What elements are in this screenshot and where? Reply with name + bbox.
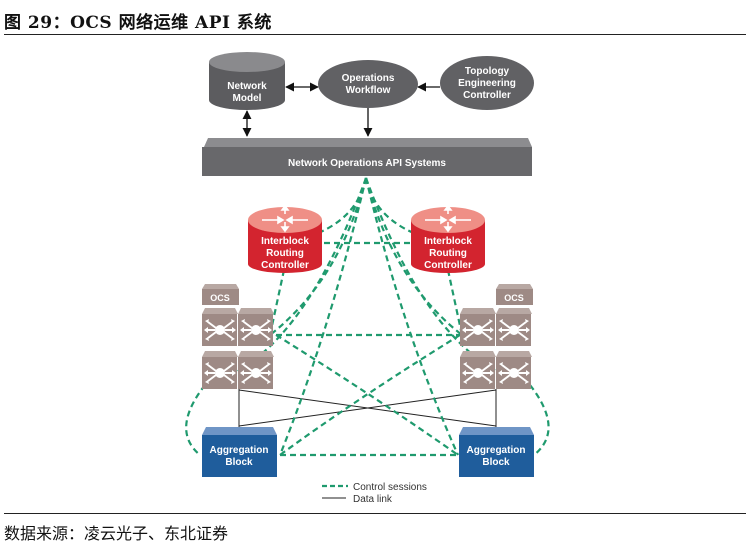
- agg-right-label-2: Block: [482, 457, 510, 468]
- control-session: [204, 177, 368, 387]
- switch-top: [238, 308, 274, 314]
- topology-label-3: Controller: [463, 90, 511, 101]
- api-systems-label: Network Operations API Systems: [288, 158, 446, 169]
- figure-source: 数据来源：凌云光子、东北证券: [4, 524, 229, 543]
- irc-left-label-2: Routing: [266, 248, 304, 259]
- switch-top: [496, 351, 532, 357]
- switch-top: [460, 308, 496, 314]
- ocs-right-label: OCS: [504, 293, 524, 303]
- router-icon: [262, 204, 308, 233]
- figure-title: 图 29：OCS 网络运维 API 系统: [4, 13, 272, 33]
- ocs-left-node: OCS: [202, 284, 239, 305]
- network-model-label-1: Network: [227, 81, 267, 92]
- irc-right-label-3: Controller: [424, 260, 472, 271]
- control-session: [529, 384, 550, 456]
- operations-workflow-label-1: Operations: [342, 73, 395, 84]
- control-session: [279, 334, 461, 456]
- topology-label-1: Topology: [465, 66, 510, 77]
- irc-right-label-1: Interblock: [424, 236, 472, 247]
- agg-left-label-1: Aggregation: [210, 445, 269, 456]
- legend-label-control: Control sessions: [353, 482, 427, 493]
- control-arrows: [242, 82, 440, 137]
- operations-workflow-node: Operations Workflow: [318, 60, 418, 108]
- switch-stack-left: [202, 308, 274, 389]
- topology-controller-node: Topology Engineering Controller: [440, 56, 534, 110]
- topology-label-2: Engineering: [458, 78, 516, 89]
- control-session: [185, 384, 206, 456]
- router-icon: [425, 204, 471, 233]
- source-rule: [4, 513, 746, 514]
- control-session: [269, 177, 368, 336]
- title-rule: [4, 34, 746, 35]
- control-session: [364, 177, 460, 456]
- irc-left-label-3: Controller: [261, 260, 309, 271]
- switch-top: [496, 308, 532, 314]
- irc-left-label-1: Interblock: [261, 236, 309, 247]
- ocs-left-label: OCS: [210, 293, 230, 303]
- aggregation-block-right: Aggregation Block: [459, 427, 534, 477]
- legend: Control sessions Data link: [322, 482, 427, 505]
- control-session: [446, 269, 464, 336]
- switch-top: [460, 351, 496, 357]
- irc-right-node: Interblock Routing Controller: [411, 204, 485, 273]
- aggregation-block-left: Aggregation Block: [202, 427, 277, 477]
- agg-left-label-2: Block: [225, 457, 253, 468]
- switch-top: [202, 308, 238, 314]
- switch-stack-right: [460, 308, 532, 389]
- data-link-cross-2: [238, 389, 497, 427]
- network-model-node: Network Model: [209, 52, 285, 110]
- legend-label-data: Data link: [353, 494, 393, 505]
- operations-workflow-label-2: Workflow: [346, 85, 391, 96]
- control-sessions: [185, 177, 550, 457]
- switch-top: [202, 351, 238, 357]
- switch-top: [238, 351, 274, 357]
- network-model-label-2: Model: [233, 93, 262, 104]
- api-systems-node: Network Operations API Systems: [202, 138, 532, 176]
- irc-right-label-2: Routing: [429, 248, 467, 259]
- agg-right-label-1: Aggregation: [467, 445, 526, 456]
- control-session: [278, 177, 368, 456]
- ocs-right-node: OCS: [496, 284, 533, 305]
- control-session: [364, 177, 531, 387]
- irc-left-node: Interblock Routing Controller: [248, 204, 322, 273]
- control-session: [275, 334, 459, 456]
- data-links: [238, 389, 497, 428]
